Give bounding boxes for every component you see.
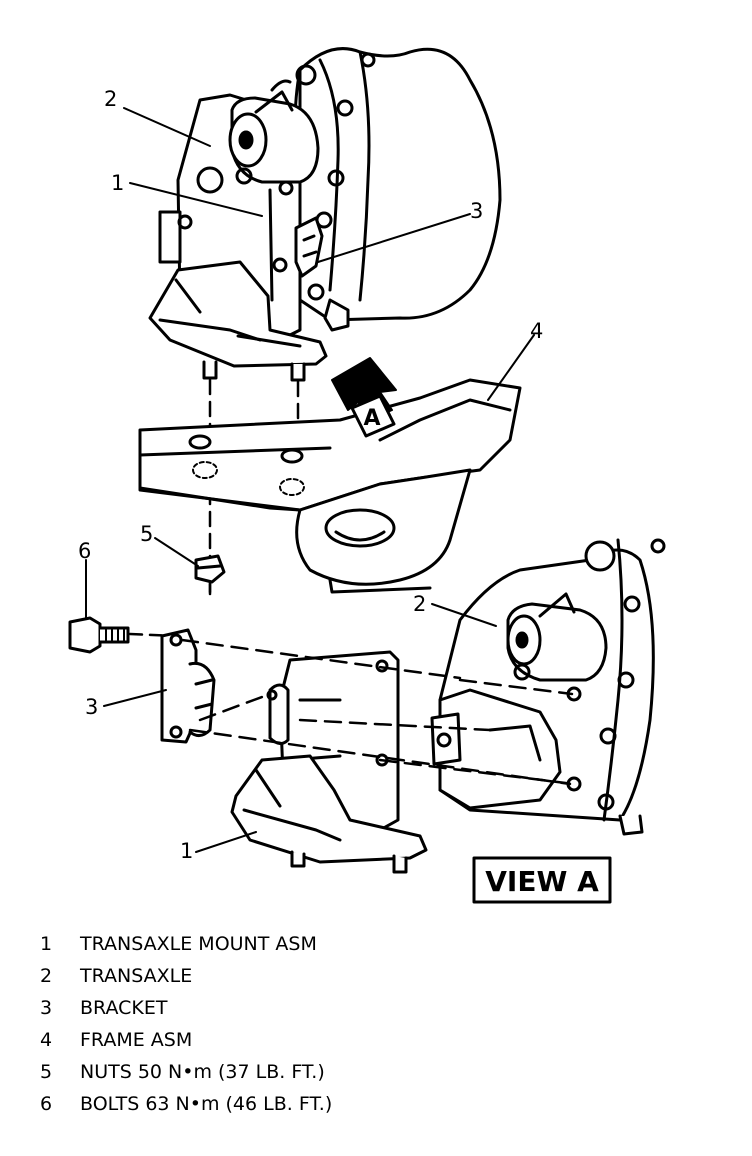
view-a-box: VIEW A: [472, 856, 612, 904]
view-studs: [290, 850, 408, 874]
upper-bracket: [294, 216, 324, 278]
view-a-arrow: A: [331, 357, 397, 438]
legend-item: 2 TRANSAXLE: [40, 960, 720, 992]
view-mount-insulator: [230, 754, 428, 864]
callout-top-mount: 1: [111, 171, 124, 195]
frame-arm-bushing: [295, 468, 472, 594]
legend-text: BOLTS 63 N•m (46 LB. FT.): [80, 1093, 333, 1115]
legend-text: TRANSAXLE MOUNT ASM: [80, 933, 317, 955]
legend-item: 5 NUTS 50 N•m (37 LB. FT.): [40, 1056, 720, 1088]
callout-top-bracket: 3: [470, 199, 483, 223]
callout-view-transaxle: 2: [413, 592, 426, 616]
legend-item: 6 BOLTS 63 N•m (46 LB. FT.): [40, 1088, 720, 1120]
bolt: [68, 616, 178, 654]
view-a-label: VIEW A: [485, 865, 599, 898]
parts-legend: 1 TRANSAXLE MOUNT ASM 2 TRANSAXLE 3 BRACKET…: [40, 928, 720, 1120]
legend-number: 3: [40, 997, 53, 1019]
legend-text: FRAME ASM: [80, 1029, 193, 1051]
legend-text: BRACKET: [80, 997, 168, 1019]
legend-item: 4 FRAME ASM: [40, 1024, 720, 1056]
mount-diagram: A: [68, 47, 666, 904]
frame-crossmember: [138, 378, 522, 512]
callout-frame: 4: [530, 319, 543, 343]
legend-item: 3 BRACKET: [40, 992, 720, 1024]
callout-view-mount: 1: [180, 839, 193, 863]
leader-lines: [85, 107, 535, 853]
upper-transaxle-case: [293, 47, 502, 332]
legend-text: NUTS 50 N•m (37 LB. FT.): [80, 1061, 325, 1083]
legend-number: 5: [40, 1061, 53, 1083]
upper-transaxle-shaft: [228, 79, 320, 196]
callout-view-bracket: 3: [85, 695, 98, 719]
view-transaxle-shaft: [506, 592, 608, 702]
upper-mount-insulator: [148, 260, 328, 368]
legend-number: 2: [40, 965, 53, 987]
callout-bolts: 6: [78, 539, 91, 563]
legend-item: 1 TRANSAXLE MOUNT ASM: [40, 928, 720, 960]
callout-nuts: 5: [140, 522, 153, 546]
nut: [194, 554, 226, 602]
legend-number: 6: [40, 1093, 53, 1115]
callout-top-transaxle: 2: [104, 87, 117, 111]
view-guide-lines: [180, 638, 576, 786]
legend-number: 4: [40, 1029, 53, 1051]
legend-number: 1: [40, 933, 53, 955]
view-arrow-letter: A: [363, 406, 380, 431]
view-bracket: [160, 628, 216, 744]
upper-studs: [202, 360, 306, 382]
legend-text: TRANSAXLE: [80, 965, 193, 987]
